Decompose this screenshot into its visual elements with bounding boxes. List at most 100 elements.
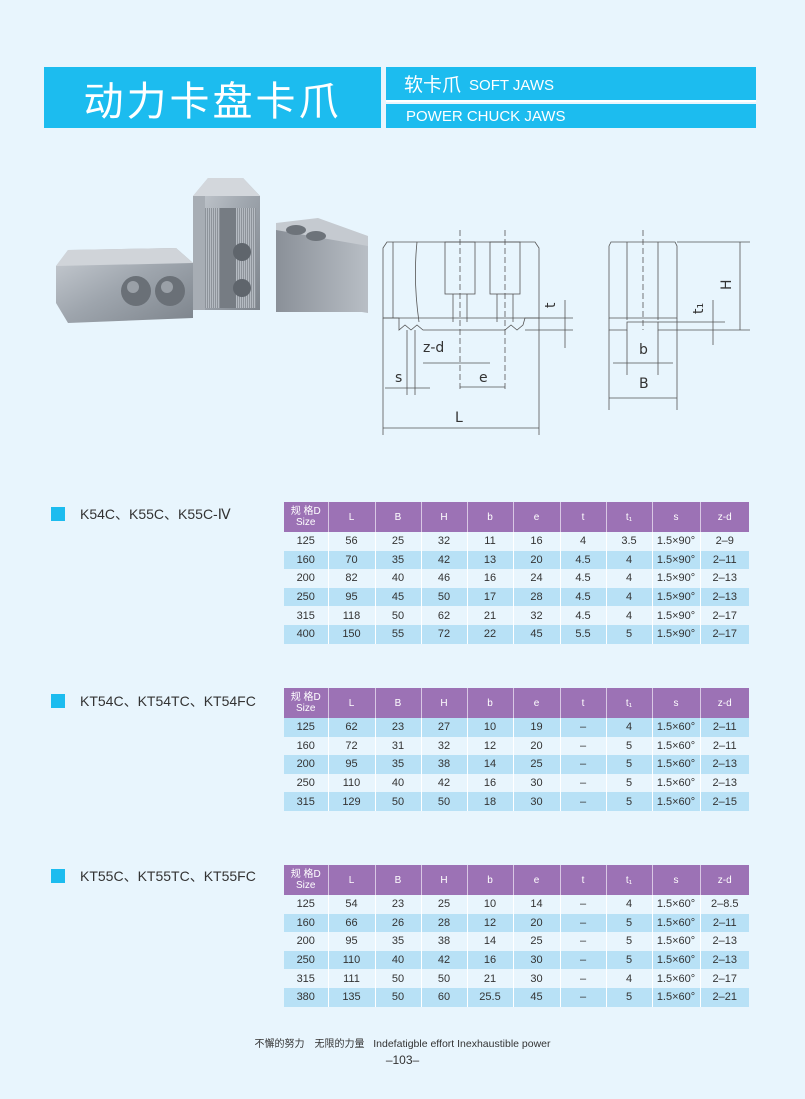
table-cell: –: [559, 969, 606, 988]
table-cell: 95: [327, 755, 375, 774]
table-cell: 21: [466, 969, 513, 988]
table-cell: 2–13: [699, 773, 749, 793]
table-cell: 150: [327, 624, 375, 644]
dim-label-s: s: [395, 370, 402, 386]
table-cell: 5: [605, 736, 652, 756]
table-cell: 2–11: [699, 550, 749, 570]
table-cell: 1.5×60°: [651, 718, 700, 737]
table-cell: –: [559, 932, 606, 951]
col-header-H: H: [420, 865, 467, 895]
table-cell: 2–11: [699, 913, 749, 933]
table-cell: 4: [605, 606, 652, 625]
col-header-zd: z-d: [699, 865, 749, 895]
table-cell: 42: [420, 950, 467, 970]
table-cell: 30: [512, 950, 560, 970]
table-cell: 110: [327, 773, 375, 793]
table-cell: 200: [284, 755, 328, 774]
table-cell: 2–17: [699, 624, 749, 644]
table-cell: 16: [466, 773, 513, 793]
col-header-s: s: [651, 688, 700, 718]
table-cell: 1.5×60°: [651, 792, 700, 811]
table-cell: 111: [327, 969, 375, 988]
table-cell: 2–13: [699, 932, 749, 951]
table-cell: 35: [374, 932, 421, 951]
table-cell: 160: [284, 736, 328, 756]
table-cell: 380: [284, 987, 328, 1007]
table-cell: 1.5×60°: [651, 932, 700, 951]
table-cell: 56: [327, 532, 375, 551]
table-cell: 4.5: [559, 587, 606, 607]
table-cell: 1.5×60°: [651, 736, 700, 756]
table-cell: 10: [466, 718, 513, 737]
table-cell: 2–13: [699, 950, 749, 970]
dim-label-L: L: [455, 410, 463, 426]
table-cell: 1.5×90°: [651, 532, 700, 551]
table-cell: 2–21: [699, 987, 749, 1007]
table-cell: 50: [374, 987, 421, 1007]
category-en: POWER CHUCK JAWS: [406, 107, 566, 125]
col-header-t1: t₁: [605, 688, 652, 718]
col-header-B: B: [374, 865, 421, 895]
table-cell: 18: [466, 792, 513, 811]
table-cell: 5: [605, 987, 652, 1007]
table-cell: 1.5×60°: [651, 913, 700, 933]
table-cell: 40: [374, 773, 421, 793]
table-cell: 160: [284, 550, 328, 570]
table-cell: 13: [466, 550, 513, 570]
subtitle-en: SOFT JAWS: [469, 77, 555, 94]
table-cell: 400: [284, 624, 328, 644]
dim-label-e: e: [479, 370, 488, 386]
table-cell: 129: [327, 792, 375, 811]
bullet-square-icon: [51, 507, 65, 521]
table-cell: 2–13: [699, 755, 749, 774]
table-cell: 14: [512, 895, 560, 914]
table-cell: 1.5×90°: [651, 606, 700, 625]
jaw-left: [56, 248, 193, 323]
table-cell: 26: [374, 913, 421, 933]
table-cell: 20: [512, 550, 560, 570]
table-cell: 2–15: [699, 792, 749, 811]
table-cell: 62: [327, 718, 375, 737]
table-cell: 200: [284, 569, 328, 588]
dim-label-zd: z-d: [423, 340, 444, 356]
table-cell: 30: [512, 969, 560, 988]
table-cell: 1.5×60°: [651, 969, 700, 988]
dim-label-b: b: [639, 342, 648, 358]
table-cell: 72: [420, 624, 467, 644]
table-cell: –: [559, 987, 606, 1007]
table-cell: 50: [420, 792, 467, 811]
table-cell: 25: [420, 895, 467, 914]
table-cell: 42: [420, 773, 467, 793]
table-cell: 50: [420, 587, 467, 607]
table-cell: 250: [284, 773, 328, 793]
table-cell: 14: [466, 755, 513, 774]
col-header-t1: t₁: [605, 865, 652, 895]
table-cell: 2–17: [699, 969, 749, 988]
table-cell: 35: [374, 755, 421, 774]
section-title-text: KT54C、KT54TC、KT54FC: [80, 693, 256, 709]
col-header-zd: z-d: [699, 502, 749, 532]
table-cell: 50: [374, 606, 421, 625]
table-cell: 4: [605, 969, 652, 988]
table-cell: 19: [512, 718, 560, 737]
table-cell: 25.5: [466, 987, 513, 1007]
table-cell: 1.5×60°: [651, 987, 700, 1007]
table-cell: 30: [512, 792, 560, 811]
bullet-square-icon: [51, 869, 65, 883]
product-photo: [56, 178, 368, 323]
col-header-e: e: [512, 502, 560, 532]
table-cell: 25: [512, 755, 560, 774]
dim-label-B: B: [639, 376, 649, 392]
table-cell: 66: [327, 913, 375, 933]
section-title-text: KT55C、KT55TC、KT55FC: [80, 868, 256, 884]
dim-label-t1: t₁: [691, 303, 707, 314]
